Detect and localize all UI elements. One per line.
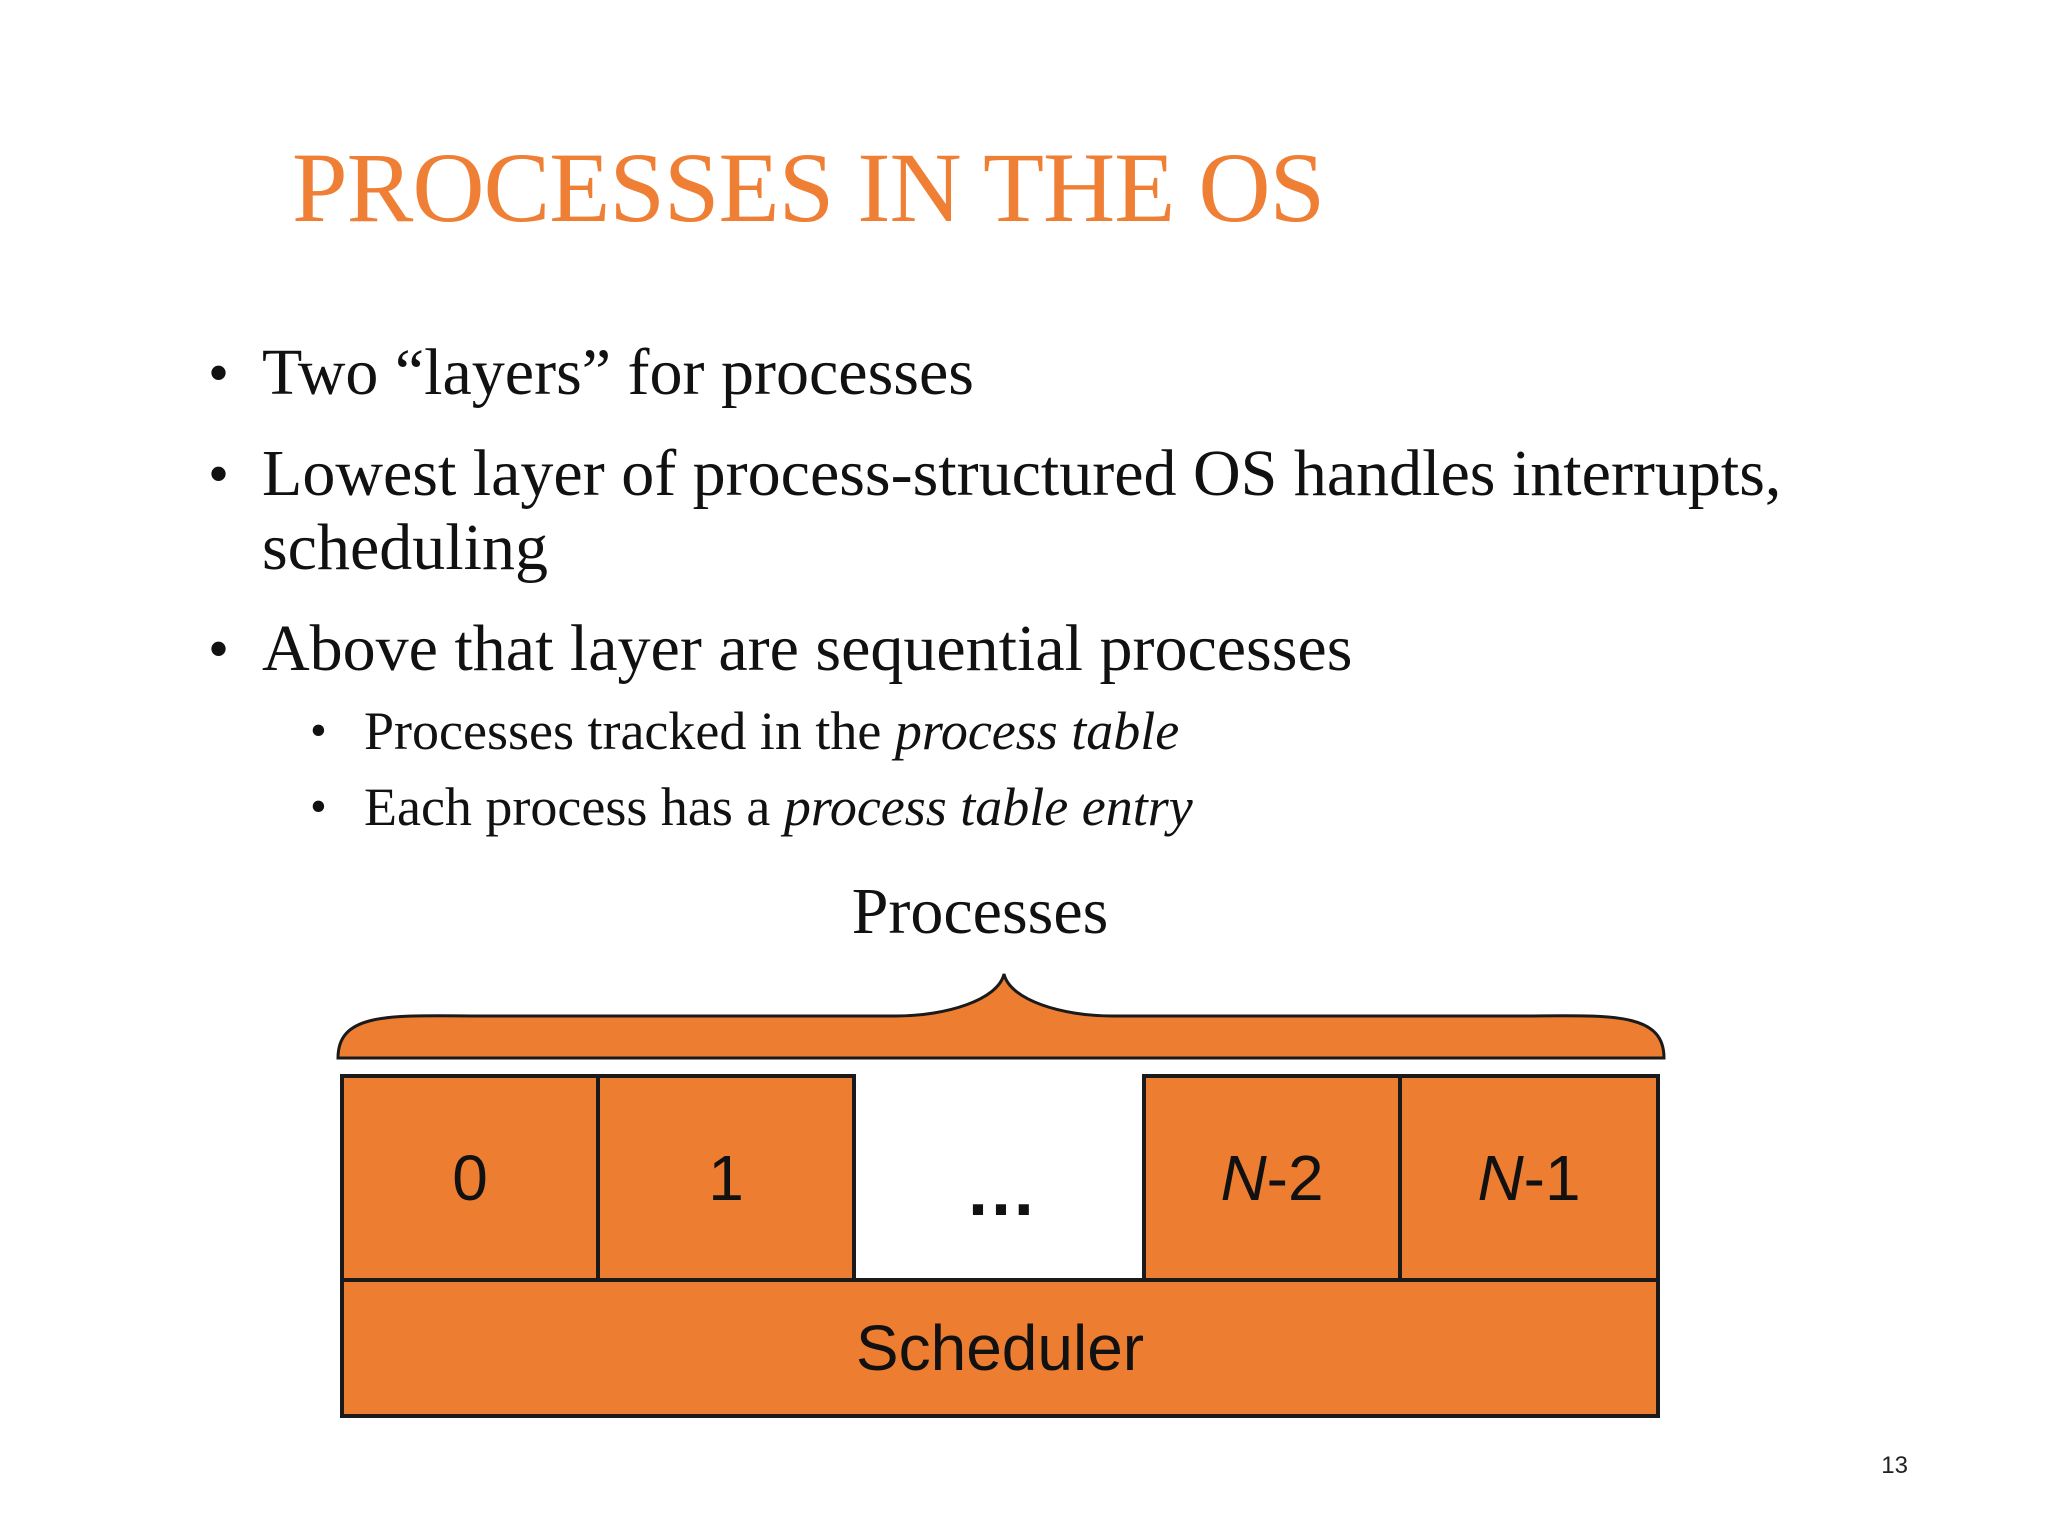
- bullet-dot-icon: •: [310, 780, 327, 833]
- cell-label: -1: [1523, 1142, 1581, 1214]
- ellipsis: …: [965, 1151, 1043, 1231]
- processes-label: Processes: [851, 875, 1109, 948]
- cell-label: -2: [1266, 1142, 1324, 1214]
- sub-bullet-text: Each process has a process table entry: [364, 776, 1193, 838]
- process-cell-0: 0: [340, 1074, 600, 1282]
- process-cell-n-1: N-1: [1398, 1074, 1660, 1282]
- bullet-text-line: Lowest layer of process-structured OS ha…: [262, 437, 1782, 510]
- bullet-text: Lowest layer of process-structured OS ha…: [262, 437, 1781, 585]
- brace-shape: [336, 973, 1666, 1060]
- sub-bullet-prefix: Processes tracked in the: [364, 701, 895, 761]
- sub-bullet-prefix: Each process has a: [364, 777, 784, 837]
- sub-bullet-emphasis: process table entry: [783, 777, 1193, 837]
- process-cell-1: 1: [596, 1074, 856, 1282]
- slide-title: PROCESSES IN THE OS: [292, 132, 1325, 243]
- scheduler-block: Scheduler: [340, 1278, 1660, 1418]
- bullet-dot-icon: •: [208, 441, 230, 507]
- bullet-dot-icon: •: [310, 704, 327, 757]
- cell-label: 1: [708, 1142, 744, 1214]
- sub-bullet-text: Processes tracked in the process table: [364, 700, 1179, 762]
- curly-brace-icon: [336, 973, 1666, 1060]
- bullet-dot-icon: •: [208, 616, 230, 682]
- bullet-text: Above that layer are sequential processe…: [262, 612, 1353, 685]
- sub-bullet-emphasis: process table: [894, 701, 1180, 761]
- bullet-dot-icon: •: [208, 340, 230, 406]
- bullet-text: Two “layers” for processes: [262, 336, 974, 409]
- cell-var: N: [1477, 1142, 1524, 1214]
- cell-var: N: [1220, 1142, 1267, 1214]
- cell-label: 0: [452, 1142, 488, 1214]
- bullet-text-line: scheduling: [262, 511, 548, 584]
- scheduler-label: Scheduler: [855, 1312, 1145, 1384]
- process-cell-n-2: N-2: [1142, 1074, 1402, 1282]
- page-number: 13: [1881, 1452, 1908, 1479]
